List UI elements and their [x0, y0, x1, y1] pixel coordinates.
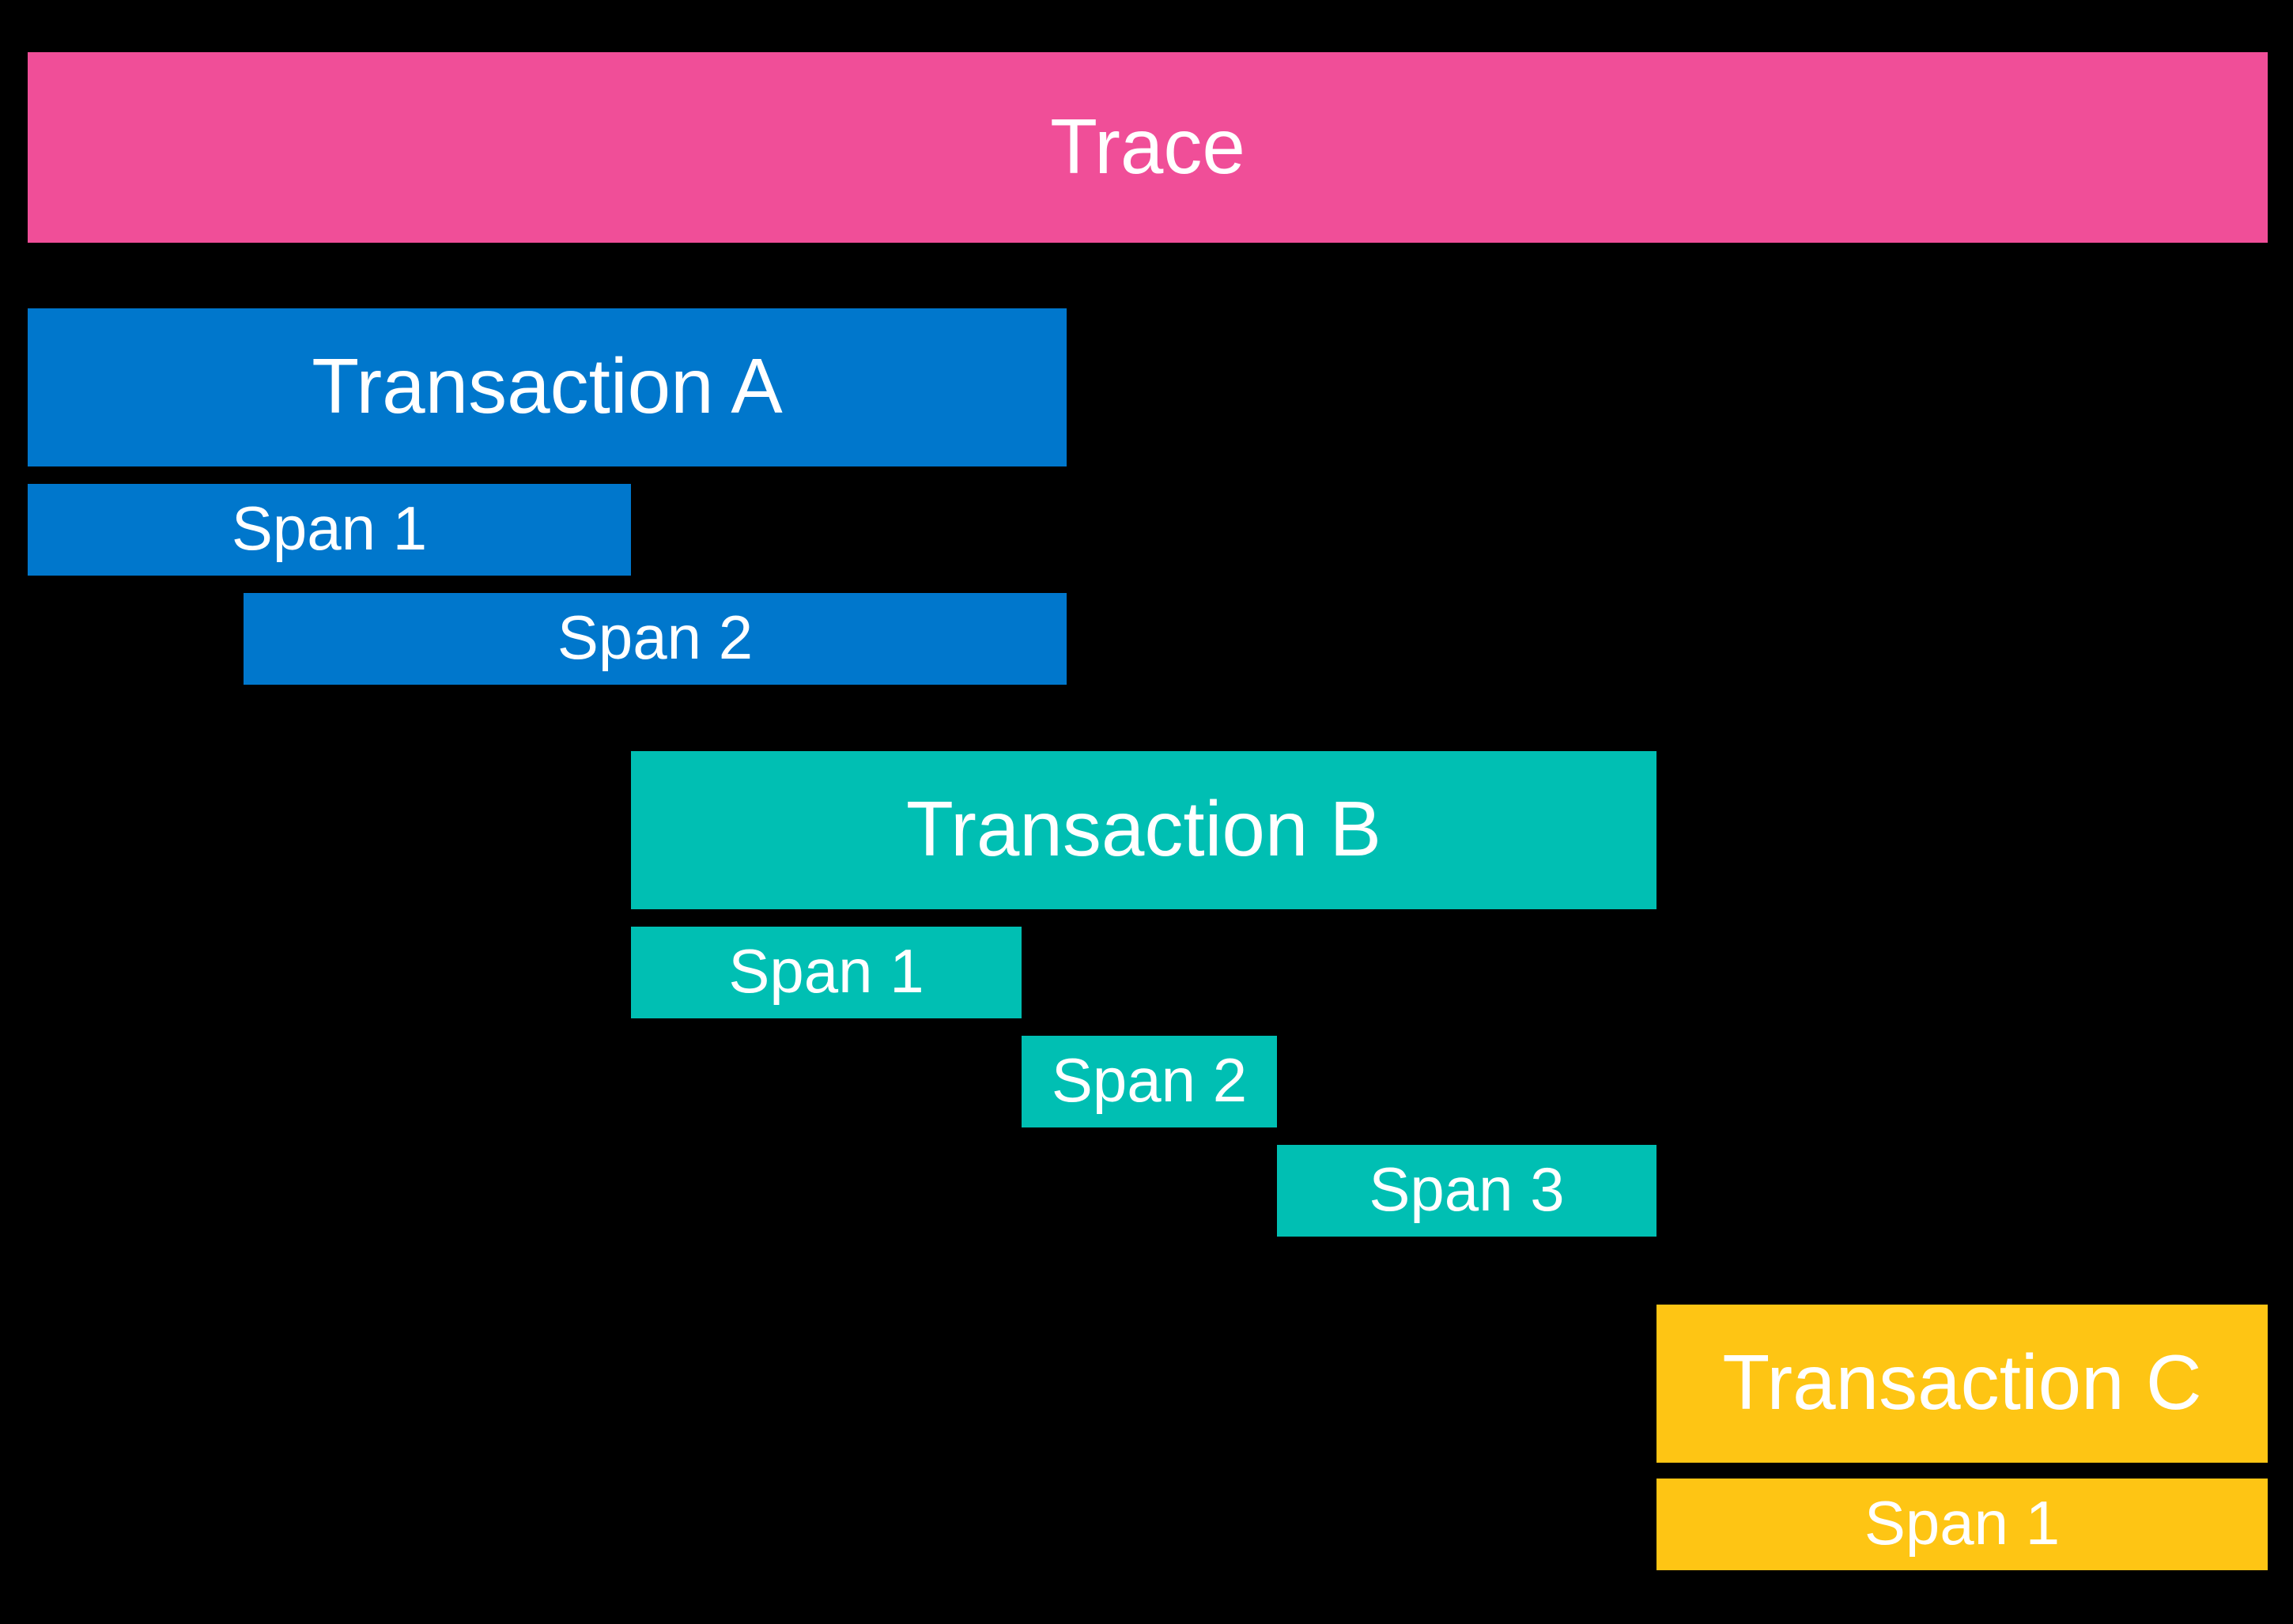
transaction-b-span-1-label: Span 1 [728, 936, 924, 1006]
transaction-a-label: Transaction A [312, 342, 783, 429]
trace-label: Trace [1050, 102, 1245, 190]
transaction-a-span-1-bar: Span 1 [28, 484, 631, 576]
trace-bar: Trace [28, 52, 2268, 243]
transaction-b-span-2-label: Span 2 [1051, 1045, 1248, 1115]
transaction-b-span-3-label: Span 3 [1369, 1154, 1565, 1224]
transaction-a-span-2-bar: Span 2 [244, 593, 1067, 685]
transaction-b-span-1-bar: Span 1 [631, 927, 1022, 1018]
transaction-a-span-2-label: Span 2 [557, 602, 754, 672]
transaction-a-span-1-label: Span 1 [231, 493, 428, 563]
transaction-b-bar: Transaction B [631, 751, 1656, 909]
transaction-b-label: Transaction B [906, 785, 1381, 872]
transaction-a-bar: Transaction A [28, 308, 1067, 466]
transaction-b-span-3-bar: Span 3 [1277, 1145, 1656, 1237]
transaction-c-span-1-bar: Span 1 [1656, 1479, 2268, 1570]
transaction-b-span-2-bar: Span 2 [1022, 1036, 1277, 1127]
transaction-c-label: Transaction C [1722, 1339, 2202, 1426]
transaction-c-span-1-label: Span 1 [1864, 1488, 2061, 1558]
transaction-c-bar: Transaction C [1656, 1305, 2268, 1463]
